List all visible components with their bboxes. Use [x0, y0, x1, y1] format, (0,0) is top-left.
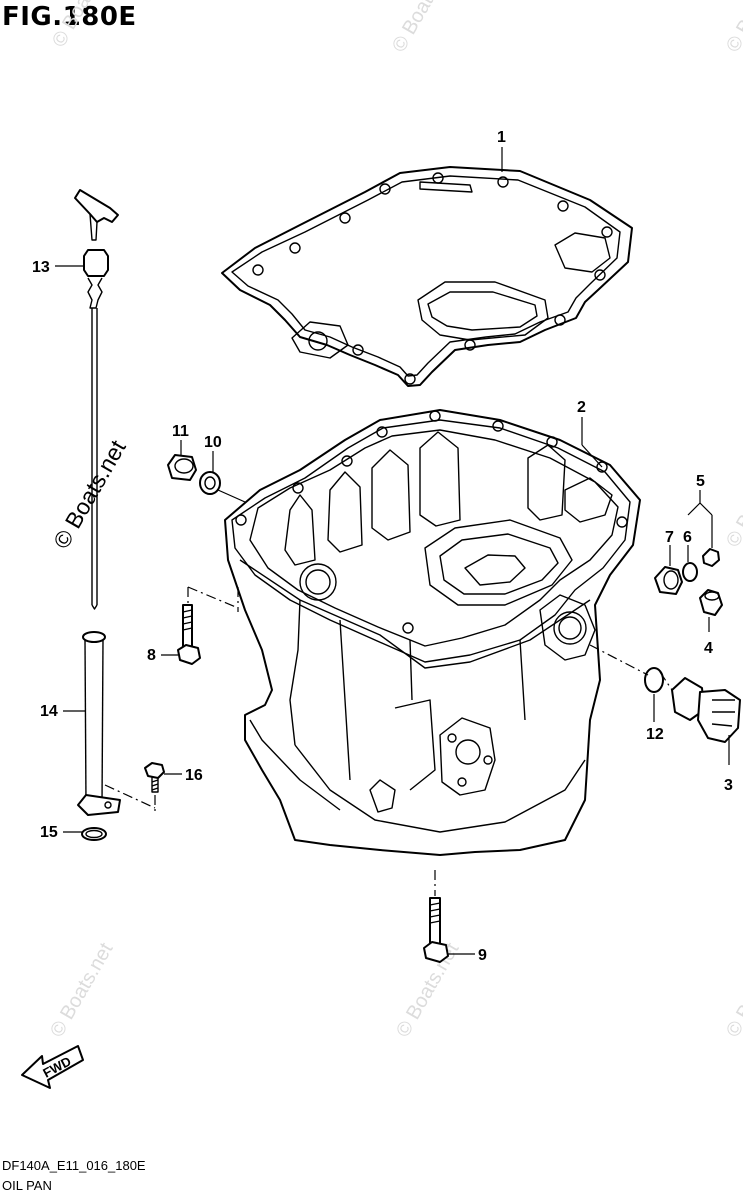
drain-plug-3-part	[671, 677, 741, 743]
leader-lines	[55, 147, 730, 955]
oil-pan-part	[224, 409, 641, 856]
callout-6: 6	[683, 529, 692, 546]
sensor-5-part	[702, 548, 720, 567]
gasket-part	[221, 166, 633, 387]
callout-9: 9	[478, 947, 487, 964]
callout-8: 8	[147, 647, 156, 664]
callout-4: 4	[704, 640, 713, 657]
callout-11: 11	[172, 423, 189, 440]
o-ring-6-part	[682, 562, 698, 582]
fwd-label: FWD	[40, 1054, 73, 1081]
assembly-lines	[104, 586, 673, 896]
figure-name: OIL PAN	[2, 1178, 52, 1193]
callout-3: 3	[724, 777, 733, 794]
callout-13: 13	[32, 259, 50, 276]
callout-7: 7	[665, 529, 674, 546]
callout-14: 14	[40, 703, 58, 720]
figure-title: FIG.180E	[2, 2, 137, 32]
washer-10-part	[199, 471, 221, 495]
guide-tube-part	[77, 631, 121, 816]
cap-4-part	[699, 589, 723, 616]
callouts: 1 2 3 4 5 6 7 8 9 10 11 12 13 14 15 16	[32, 129, 733, 964]
bolt-8-part	[177, 604, 201, 665]
callout-10: 10	[204, 434, 222, 451]
plug-11-part	[167, 454, 197, 481]
bolt-16-part	[144, 762, 165, 793]
callout-16: 16	[185, 767, 203, 784]
callout-15: 15	[40, 824, 58, 841]
dipstick-part	[74, 189, 119, 610]
callout-5: 5	[696, 473, 705, 490]
bolt-9-part	[423, 897, 449, 963]
callout-12: 12	[646, 726, 664, 743]
fwd-arrow: FWD	[21, 1045, 84, 1089]
callout-2: 2	[577, 399, 586, 416]
o-ring-12-part	[644, 667, 664, 693]
figure-code: DF140A_E11_016_180E	[2, 1158, 146, 1173]
o-ring-15-part	[81, 827, 107, 841]
plug-7-part	[654, 566, 683, 595]
callout-1: 1	[497, 129, 506, 146]
